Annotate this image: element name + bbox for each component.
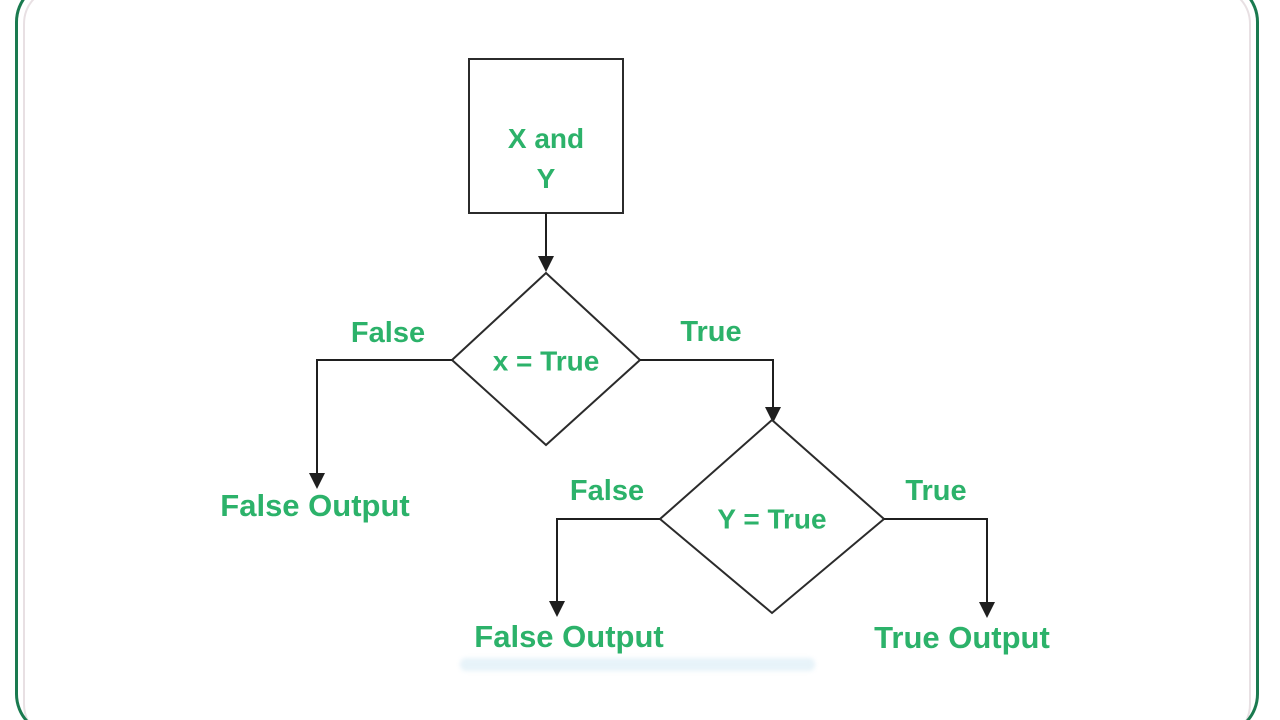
branch-label-y-false: False — [569, 475, 645, 508]
true-output-y-label: True Output — [874, 619, 1050, 655]
start-node-label: X and Y — [508, 119, 584, 199]
start-node-label-line1: X and — [507, 123, 585, 154]
arrowhead-false-output-y — [549, 601, 565, 617]
edge-decision-y-true — [884, 518, 988, 604]
arrowhead-into-decision-y — [765, 407, 781, 423]
edge-decision-x-false — [316, 359, 452, 475]
branch-label-y-true: True — [905, 475, 967, 508]
edge-decision-x-true — [640, 359, 774, 409]
decision-diamond-x — [450, 271, 642, 447]
decision-diamond-y — [658, 418, 886, 615]
arrowhead-into-decision-x — [538, 256, 554, 272]
arrowhead-false-output-x — [309, 473, 325, 489]
branch-label-x-false: False — [350, 317, 426, 350]
start-node-label-line2: Y — [536, 163, 556, 194]
arrowhead-true-output-y — [979, 602, 995, 618]
decision-x-label: x = True — [492, 345, 600, 377]
branch-label-x-true: True — [680, 316, 742, 349]
false-output-y-label: False Output — [474, 618, 664, 654]
edge-decision-y-false — [556, 518, 660, 603]
false-output-x-label: False Output — [220, 487, 410, 523]
decision-y-label: Y = True — [717, 503, 827, 535]
